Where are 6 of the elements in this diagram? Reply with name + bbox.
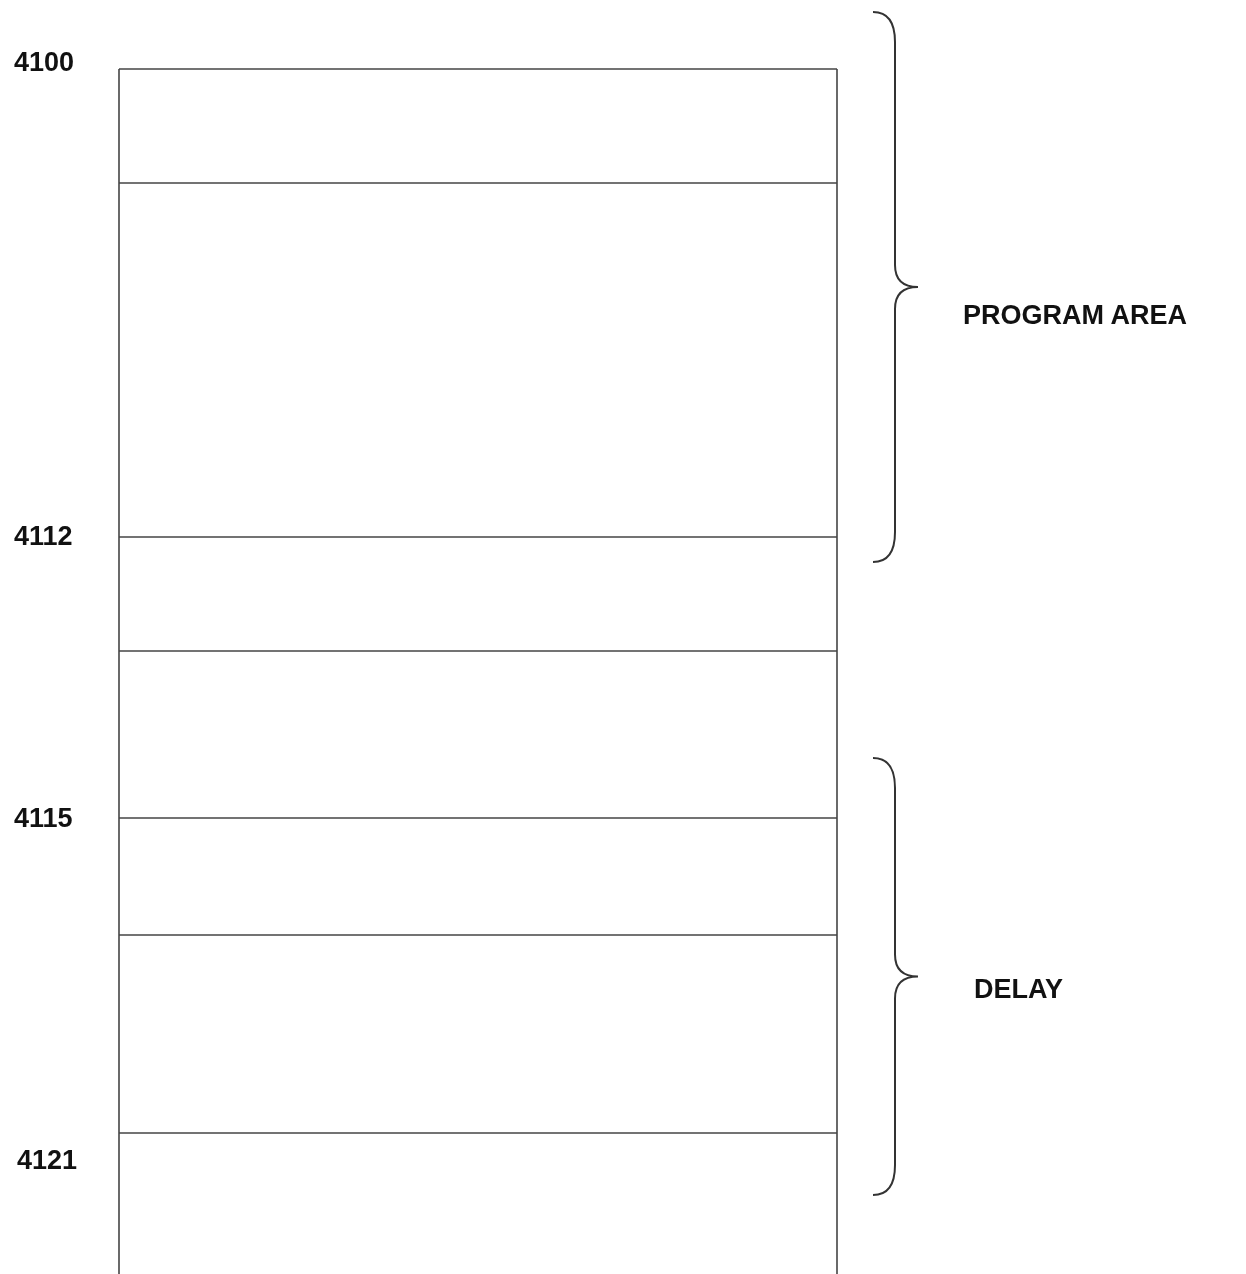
- region-label: PROGRAM AREA: [963, 301, 1187, 329]
- address-label: 4121: [17, 1146, 78, 1174]
- address-label: 4100: [14, 48, 75, 76]
- region-label: DELAY: [974, 975, 1064, 1003]
- address-label: 4115: [14, 804, 73, 832]
- address-label: 4112: [14, 522, 73, 550]
